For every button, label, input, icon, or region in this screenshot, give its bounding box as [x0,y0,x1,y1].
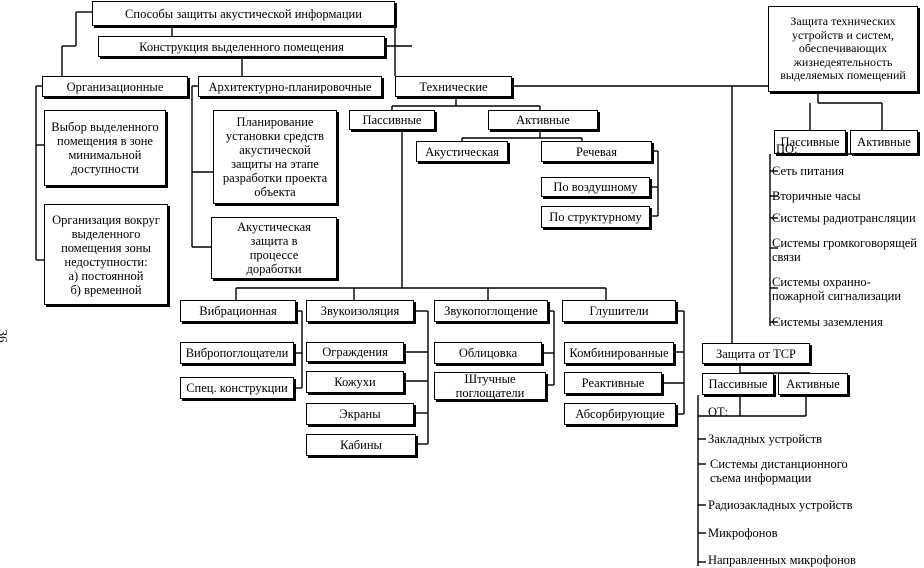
absorption-item-cladding: Облицовка [434,342,542,364]
arch-item-planning: Планирование установки средств акустичес… [213,110,337,204]
tsr-item: Закладных устройств [708,432,823,446]
soundproof-box: Звукоизоляция [306,300,414,322]
life-support-passive-box: Пассивные [774,130,846,154]
org-item-no-access-zone: Организация вокруг выделенного помещения… [44,204,168,305]
tsr-active-box: Активные [778,373,848,395]
tsr-item: Системы дистанционного съема информации [710,457,848,485]
life-support-box: Защита технических устройств и систем, о… [768,6,918,92]
soundproof-item-casings: Кожухи [306,371,404,393]
soundproof-item-cabins: Кабины [306,434,416,456]
tsr-item: Микрофонов [708,526,778,540]
vibration-item-absorbers: Вибропоглощатели [180,342,294,364]
tsr-passive-box: Пассивные [702,373,774,395]
mufflers-box: Глушители [562,300,676,322]
life-support-item: Системы радиотрансляции [772,211,916,225]
life-support-item: Системы заземления [772,315,883,329]
absorption-box: Звукопоглощение [434,300,548,322]
mufflers-item-reactive: Реактивные [564,372,662,394]
life-support-active-box: Активные [850,130,918,154]
speech-box: Речевая [541,141,652,162]
org-item-min-access: Выбор выделенного помещения в зоне миним… [44,110,166,186]
absorption-item-piece: Штучные поглощатели [434,372,546,400]
tsr-from-label: ОТ: [708,405,729,419]
life-support-item: Вторичные часы [772,189,861,203]
arch-item-refinement: Акустическая защита в процессе доработки [211,217,337,279]
technical-active-box: Активные [488,110,598,130]
technical-box: Технические [395,76,512,97]
speech-air-box: По воздушному [541,177,650,197]
mufflers-item-absorbing: Абсорбирующие [564,403,676,425]
tsr-item: Направленных микрофонов [708,553,856,567]
soundproof-item-screens: Экраны [306,403,414,425]
acoustic-box: Акустическая [416,141,508,162]
page-number: 36 [0,329,11,343]
vibration-item-special: Спец. конструкции [180,377,294,399]
speech-structure-box: По структурному [541,206,650,228]
soundproof-item-fences: Ограждения [306,342,404,362]
mufflers-item-combined: Комбинированные [564,342,674,364]
title-box: Способы защиты акустической информации [92,1,395,26]
construction-box: Конструкция выделенного помещения [98,36,385,57]
life-support-item: Системы охранно- пожарной сигнализации [772,275,902,303]
technical-passive-box: Пассивные [349,110,435,130]
vibration-box: Вибрационная [180,300,296,322]
organizational-box: Организационные [42,76,188,97]
life-support-item: Сеть питания [772,164,844,178]
life-support-from-label: ПО: [776,142,798,156]
architectural-box: Архитектурно-планировочные [198,76,382,97]
life-support-item: Системы громкоговорящей связи [772,236,918,264]
tsr-box: Защита от ТСР [702,343,810,364]
tsr-item: Радиозакладных устройств [708,498,853,512]
